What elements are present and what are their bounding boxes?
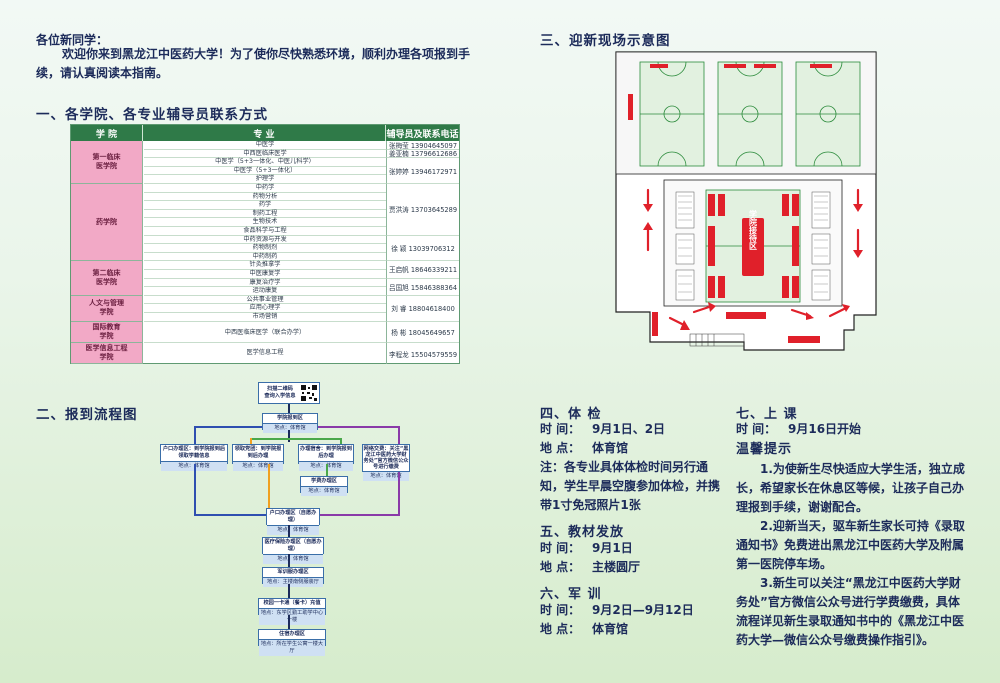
section1-title: 一、各学院、各专业辅导员联系方式 — [36, 107, 268, 123]
major-cell: 中西医临床医学（联合办学） — [144, 322, 386, 344]
major-cell: 中医康复学 — [144, 270, 386, 279]
major-cell: 生物技术 — [144, 218, 386, 227]
major-cell: 食品科学与工程 — [144, 227, 386, 236]
major-cell: 中西医临床医学 — [144, 150, 386, 159]
reception-area-label: 学院接待区 — [749, 209, 758, 251]
section4-time: 时 间：9月1日、2日 — [540, 422, 666, 436]
qr-code-icon — [301, 385, 317, 401]
intro-text: 欢迎你来到黑龙江中医药大学！为了使你尽快熟悉环境，顺利办理各项报到手续，请认真阅… — [36, 47, 471, 80]
greeting: 各位新同学： — [36, 33, 109, 47]
major-cell: 医学信息工程 — [246, 349, 284, 357]
counselor-contact: 张婷婷 13946172971 — [386, 158, 459, 184]
major-cell: 中药资源与开发 — [144, 236, 386, 245]
college-cell: 第二临床 医学院 — [71, 261, 143, 296]
major-cell: 制药工程 — [144, 210, 386, 219]
section6-place: 地 点：体育馆 — [540, 622, 629, 636]
counselor-contact: 徐 颖 13039706312 — [386, 235, 459, 262]
major-cell: 应用心理学 — [144, 304, 386, 313]
counselor-contact: 杨 彬 18045649657 — [386, 321, 459, 344]
major-cell: 运动康复 — [144, 287, 386, 296]
major-cell: 康复治疗学 — [144, 279, 386, 288]
major-cell: 中医学（5+3一体化） — [144, 167, 386, 176]
registration-flowchart: 扫描二维码 查询入学信息 学院报到区 地点：体育馆 户口办理区：到学院报到后领取… — [150, 380, 410, 660]
contact-table: 学 院 专 业 辅导员及联系电话 第一临床 医学院 药学院 第二临床 医学院 人… — [70, 124, 460, 364]
counselor-contact: 王启帆 18646339211 — [386, 261, 459, 279]
step-military-uniform: 军训服办理区 地点：主楼南侧服装厅 — [262, 567, 324, 587]
scan-qr-box: 扫描二维码 查询入学信息 — [258, 382, 320, 404]
section6-title: 六、军 训 — [540, 587, 602, 602]
counselor-contact: 李程龙 15504579559 — [386, 343, 459, 364]
counselor-contact: 张梅莹 13904645097 — [386, 141, 459, 150]
step-fee: 学费办理区 地点：体育馆 — [300, 476, 348, 496]
major-cell: 药物制剂 — [144, 244, 386, 253]
step-hukou: 户口办理区（自愿办理） 地点：体育馆 — [266, 508, 320, 535]
header-major: 专 业 — [143, 125, 386, 141]
section4-place: 地 点：体育馆 — [540, 441, 629, 455]
college-cell: 国际教育 学院 — [71, 321, 143, 344]
tip-item: 3.新生可以关注“黑龙江中医药大学财务处”官方微信公众号进行学费缴费，具体流程详… — [736, 576, 965, 647]
step-dormitory: 住宿办理区 地点：所在学生公寓一楼大厅 — [258, 629, 326, 656]
major-cell: 针灸推拿学 — [144, 261, 386, 270]
step-insurance: 医疗保险办理区（自愿办理） 地点：体育馆 — [262, 537, 324, 564]
table-header: 学 院 专 业 辅导员及联系电话 — [71, 125, 459, 141]
section5-place: 地 点：主楼圆厅 — [540, 560, 641, 574]
college-cell: 人文与管理 学院 — [71, 295, 143, 322]
counselor-contact: 吕国旭 15846388364 — [386, 278, 459, 296]
section4-title: 四、体 检 — [540, 407, 602, 422]
college-cell: 第一临床 医学院 — [71, 141, 143, 184]
section2-title: 二、报到流程图 — [36, 407, 138, 423]
section7-title: 七、上 课 — [736, 407, 798, 422]
step-a: 户口办理区：到学院报到后领取学籍信息 地点：体育馆 — [160, 444, 228, 471]
major-cell: 护理学 — [144, 175, 386, 184]
major-cell: 药学 — [144, 201, 386, 210]
college-cell: 药学院 — [71, 184, 143, 262]
major-cell: 中药制药 — [144, 253, 386, 262]
step-b: 领取党团：到学院报到后办理 地点：体育馆 — [232, 444, 284, 471]
major-cell: 中医学（5+3一体化、中医儿科学） — [144, 158, 386, 167]
section5-time: 时 间：9月1日 — [540, 541, 633, 555]
section6-time: 时 间：9月2日—9月12日 — [540, 603, 694, 617]
section4-note: 注：各专业具体体检时间另行通知，学生早晨空腹参加体检，并携带1寸免冠照片1张 — [540, 460, 721, 512]
counselor-contact: 贾洪涛 13703645289 — [386, 184, 459, 236]
major-cell: 中医学 — [144, 141, 386, 150]
scan-qr-label: 扫描二维码 查询入学信息 — [264, 386, 296, 399]
step-d: 网络交费：关注“黑龙江中医药大学财务处”官方微信公众号进行缴费 地点：体育馆 — [362, 444, 410, 481]
tip-item: 1.为使新生尽快适应大学生活，独立成长，希望家长在休息区等候，让孩子自己办理报到… — [736, 462, 965, 514]
header-college: 学 院 — [71, 125, 143, 141]
step-college-registration: 学院报到区 地点：体育馆 — [262, 413, 318, 433]
major-cell: 市场营销 — [144, 313, 386, 322]
major-cell: 公共事业管理 — [144, 296, 386, 305]
header-contact: 辅导员及联系电话 — [386, 129, 459, 140]
venue-map: 学院接待区 — [615, 51, 877, 351]
counselor-contact: 刘 睿 18804618400 — [386, 295, 459, 322]
college-cell: 医学信息工程 学院 — [71, 343, 143, 364]
section3-title: 三、迎新现场示意图 — [540, 33, 671, 49]
counselor-contact: 姜亚楠 13796612686 — [386, 149, 459, 158]
step-campus-card: 校园一卡通（餐卡）充值 地点：东学区勤工助学中心一楼 — [258, 598, 326, 625]
major-cell: 药物分析 — [144, 193, 386, 202]
tip-item: 2.迎新当天，驱车新生家长可持《录取通知书》免费进出黑龙江中医药大学及附属第一医… — [736, 519, 965, 571]
tips-title: 温馨提示 — [736, 442, 793, 457]
section7-time: 时 间：9月16日开始 — [736, 422, 862, 436]
tips-block: 温馨提示 1.为使新生尽快适应大学生活，独立成长，希望家长在休息区等候，让孩子自… — [736, 440, 970, 650]
major-cell: 中药学 — [144, 184, 386, 193]
step-c: 办理宿舍：到学院报到后办理 地点：体育馆 — [298, 444, 354, 471]
section5-title: 五、教材发放 — [540, 525, 625, 540]
